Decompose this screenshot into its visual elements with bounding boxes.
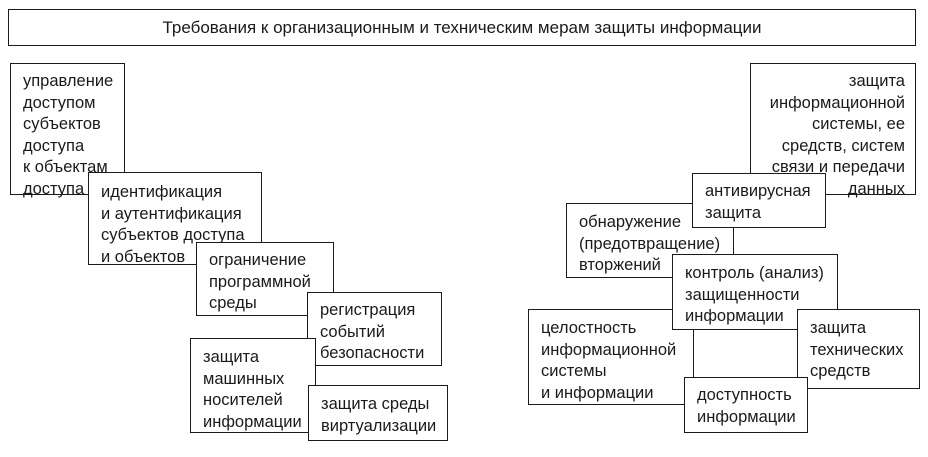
box-event-registration: регистрация событий безопасности	[307, 292, 442, 366]
box-antivirus: антивирусная защита	[692, 173, 826, 228]
box-technical-means: защита технических средств	[797, 309, 920, 389]
box-access-control: управление доступом субъектов доступа к …	[10, 63, 125, 198]
diagram-title: Требования к организационным и техническ…	[8, 9, 916, 46]
box-virtualization-protection: защита среды виртуализации	[308, 385, 448, 441]
box-media-protection: защита машинных носителей информации	[190, 338, 316, 433]
box-availability: доступность информации	[684, 377, 808, 433]
box-integrity: целостность информационной системы и инф…	[528, 309, 694, 405]
